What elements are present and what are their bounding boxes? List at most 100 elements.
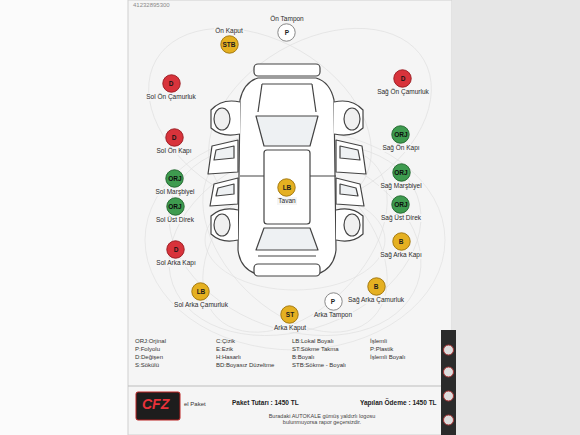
side-toolbar [441, 330, 456, 435]
status-code: ST [280, 305, 299, 324]
front-bumper [254, 64, 320, 76]
damage-marker: ORJSağ Ön Kapı [381, 125, 420, 153]
status-code: STB [220, 35, 239, 54]
package-name: el Paket [184, 401, 206, 408]
part-name: Tavan [277, 197, 296, 205]
windshield [256, 116, 318, 146]
right-margin [452, 0, 580, 435]
damage-marker: DSol Ön Çamurluk [145, 74, 197, 102]
damage-marker: BSağ Arka Çamurluk [347, 277, 405, 305]
status-circle: D [162, 74, 181, 93]
status-code: ORJ [391, 195, 410, 214]
legend-code: ST:Sökme Takma [292, 346, 339, 353]
roof [264, 150, 310, 224]
legend-code: BD:Boyasız Düzeltme [216, 362, 274, 369]
circle-fill [392, 125, 409, 142]
guilloche-ring [145, 130, 445, 350]
status-circle: ORJ [166, 197, 185, 216]
circle-fill [162, 74, 179, 91]
left-rear-door-window [216, 184, 234, 196]
footer-rule [128, 386, 452, 387]
circle-fill [281, 305, 298, 322]
legend-code: P:Folyolu [135, 346, 160, 353]
right-rear-door-window [340, 184, 358, 196]
toolbar-icon [444, 415, 454, 425]
guilloche-ring [168, 113, 423, 368]
left-rear-door [210, 178, 238, 206]
part-name: Sol Ön Çamurluk [145, 93, 197, 101]
payment-amount: Yapılan Ödeme : 1450 TL [360, 399, 437, 406]
guilloche-ring [168, 113, 423, 368]
right-front-door [336, 140, 366, 174]
part-name: Arka Kaput [273, 324, 307, 332]
circle-fill [367, 277, 384, 294]
damage-marker: STArka Kaput [273, 305, 307, 333]
part-name: Sol Üst Direk [155, 216, 195, 224]
rear-bumper [254, 264, 320, 276]
front-left-fender [211, 101, 240, 135]
status-code: B [392, 232, 411, 251]
part-name: Sol Marşbiyel [154, 188, 195, 196]
legend-code: İşlemli Boyalı [370, 354, 405, 361]
part-name: Sol Arka Kapı [155, 259, 196, 267]
damage-marker: LBSol Arka Çamurluk [173, 282, 229, 310]
legend-code: P:Plastik [370, 346, 393, 353]
status-circle: D [165, 128, 184, 147]
status-code: D [162, 74, 181, 93]
circle-fill [278, 178, 295, 195]
legend-code: STB:Sökme - Boyalı [292, 362, 346, 369]
damage-marker: PArka Tampon [313, 292, 353, 320]
status-circle: P [277, 23, 296, 42]
status-code: D [166, 240, 185, 259]
damage-marker: LBTavan [277, 178, 296, 206]
status-circle: ST [280, 305, 299, 324]
status-circle: ORJ [391, 125, 410, 144]
damage-marker: ORJSağ Marşbiyel [379, 163, 422, 191]
circle-fill [167, 240, 184, 257]
part-name: Sağ Marşbiyel [379, 182, 422, 190]
status-circle: B [392, 232, 411, 251]
status-code: LB [191, 282, 210, 301]
circle-fill [220, 36, 237, 53]
car-body [238, 78, 336, 274]
rear-window [256, 228, 318, 250]
damage-marker: PÖn Tampon [269, 15, 304, 43]
part-name: Sol Arka Çamurluk [173, 301, 229, 309]
legend-code: LB:Lokal Boyalı [292, 338, 334, 345]
damage-marker: DSağ Ön Çamurluk [376, 69, 430, 97]
logo-plate [136, 392, 180, 420]
hood-lines [258, 84, 316, 112]
circle-fill [165, 128, 182, 145]
rear-left-fender [211, 209, 238, 241]
part-name: Sağ Ön Çamurluk [376, 88, 430, 96]
part-name: Sağ Arka Kapı [379, 251, 423, 259]
status-code: B [367, 277, 386, 296]
status-circle: ORJ [165, 169, 184, 188]
part-name: Sağ Üst Direk [380, 214, 422, 222]
guilloche-ring [142, 111, 448, 369]
left-front-door-window [214, 146, 234, 160]
status-circle: ORJ [392, 163, 411, 182]
status-circle: D [393, 69, 412, 88]
rear-right-fender [336, 209, 363, 241]
legend-code: B:Boyalı [292, 354, 314, 361]
right-front-door-window [340, 146, 360, 160]
trunk-line [258, 255, 316, 256]
rear-right-wheel [344, 214, 360, 236]
part-name: Ön Tampon [269, 15, 304, 23]
rear-left-wheel [214, 214, 230, 236]
left-front-door [208, 140, 238, 174]
damage-marker: ORJSol Üst Direk [155, 197, 195, 225]
status-code: P [277, 23, 296, 42]
toolbar-icon [444, 367, 454, 377]
status-code: ORJ [165, 169, 184, 188]
status-circle: P [324, 292, 343, 311]
guilloche-ring [142, 111, 448, 369]
damage-marker: ORJSağ Üst Direk [380, 195, 422, 223]
legend-code: E:Ezik [216, 346, 233, 353]
toolbar-icon [444, 391, 454, 401]
circle-fill [166, 169, 183, 186]
status-code: ORJ [166, 197, 185, 216]
